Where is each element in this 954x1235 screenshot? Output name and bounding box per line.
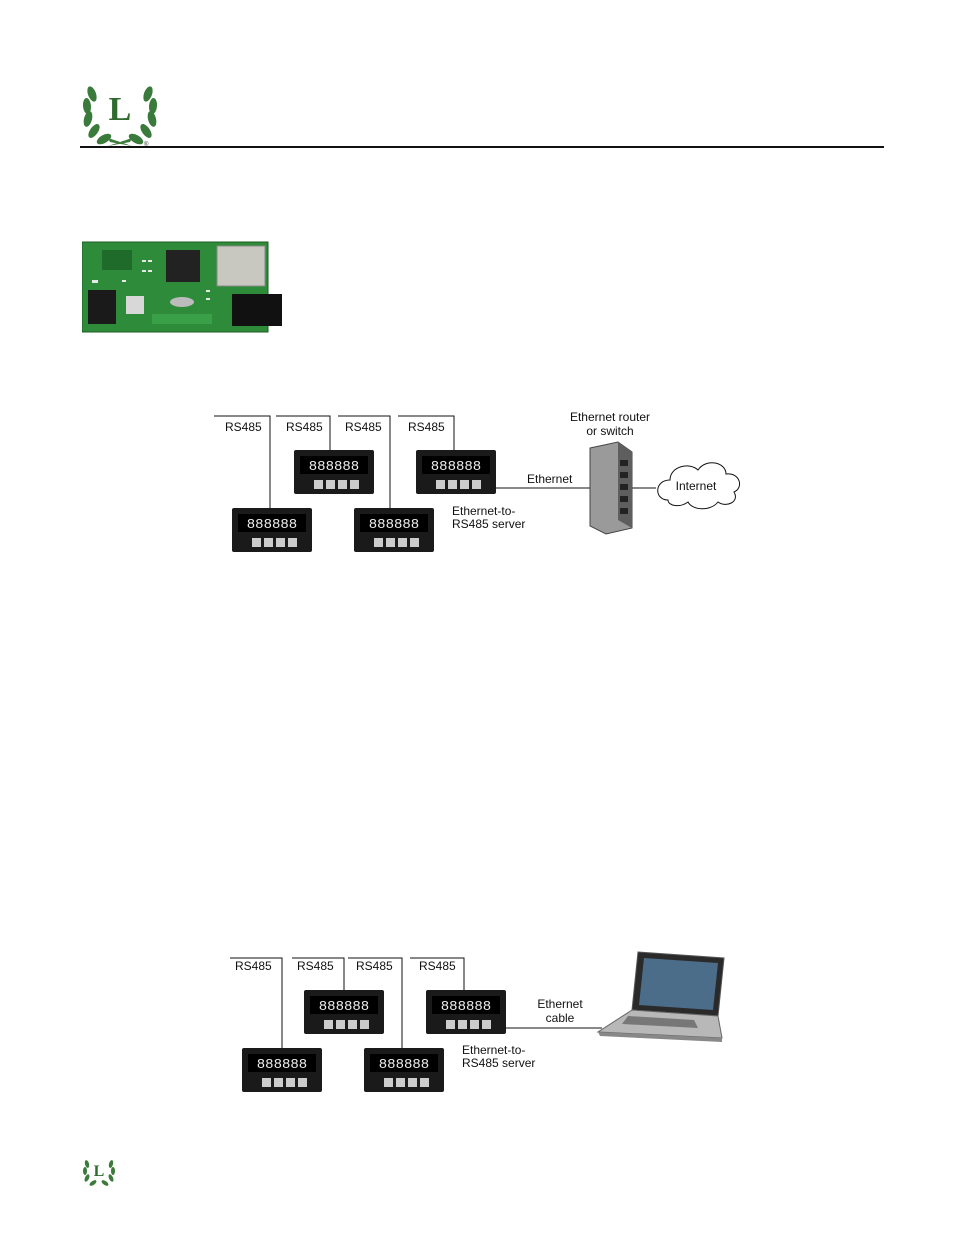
network-diagram-router: RS485 RS485 RS485 RS485 888888 888888 88… bbox=[214, 404, 754, 556]
panel-meter: 888888 bbox=[364, 1048, 444, 1092]
meter-display: 888888 bbox=[247, 517, 297, 533]
router-label-line2: or switch bbox=[586, 424, 633, 438]
rs485-label-4: RS485 bbox=[408, 420, 445, 434]
server-label-line1: Ethernet-to- bbox=[452, 504, 515, 518]
meter-display: 888888 bbox=[319, 999, 369, 1015]
footer-logo-letter: L bbox=[94, 1163, 105, 1180]
meter-display: 888888 bbox=[309, 459, 359, 475]
header-rule bbox=[80, 146, 884, 148]
rs485-label-3: RS485 bbox=[356, 959, 393, 973]
router-switch-icon bbox=[590, 442, 632, 534]
rs485-label-2: RS485 bbox=[297, 959, 334, 973]
panel-meter: 888888 bbox=[232, 508, 312, 552]
rs485-label-2: RS485 bbox=[286, 420, 323, 434]
rs485-label-1: RS485 bbox=[235, 959, 272, 973]
meter-display: 888888 bbox=[431, 459, 481, 475]
rs485-label-4: RS485 bbox=[419, 959, 456, 973]
cable-label-line1: Ethernet bbox=[537, 997, 583, 1011]
server-label-line2: RS485 server bbox=[452, 517, 525, 531]
rs485-label-3: RS485 bbox=[345, 420, 382, 434]
panel-meter: 888888 bbox=[242, 1048, 322, 1092]
meter-display: 888888 bbox=[369, 517, 419, 533]
router-label-line1: Ethernet router bbox=[570, 410, 650, 424]
ethernet-label: Ethernet bbox=[527, 472, 573, 486]
panel-meter: 888888 bbox=[354, 508, 434, 552]
cable-label-line2: cable bbox=[546, 1011, 575, 1025]
panel-meter: 888888 bbox=[294, 450, 374, 494]
logo-letter: L bbox=[109, 91, 132, 128]
panel-meter: 888888 bbox=[416, 450, 496, 494]
panel-meter: 888888 bbox=[426, 990, 506, 1034]
footer-logo: L bbox=[82, 1154, 116, 1188]
rs485-label-1: RS485 bbox=[225, 420, 262, 434]
panel-meter: 888888 bbox=[304, 990, 384, 1034]
server-label-line2: RS485 server bbox=[462, 1056, 535, 1070]
server-label-line1: Ethernet-to- bbox=[462, 1043, 525, 1057]
meter-display: 888888 bbox=[379, 1057, 429, 1073]
meter-display: 888888 bbox=[441, 999, 491, 1015]
network-diagram-direct: RS485 RS485 RS485 RS485 888888 888888 88… bbox=[224, 946, 734, 1094]
ethernet-module-photo bbox=[82, 240, 282, 334]
internet-label: Internet bbox=[676, 479, 717, 493]
laptop-icon bbox=[598, 952, 724, 1042]
company-logo: L ® bbox=[80, 76, 160, 150]
meter-display: 888888 bbox=[257, 1057, 307, 1073]
